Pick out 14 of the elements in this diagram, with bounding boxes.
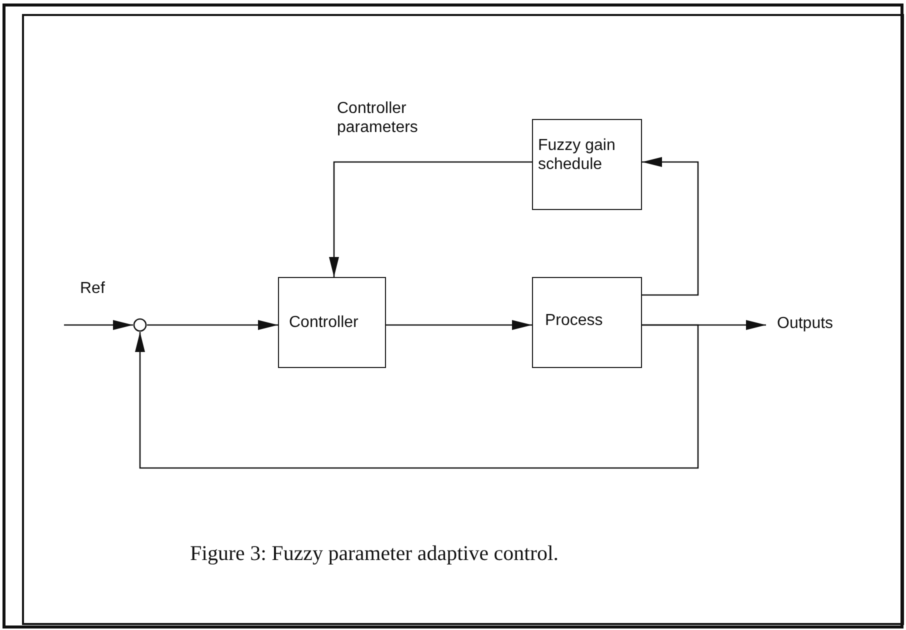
block-label: Fuzzy gain schedule [538, 136, 616, 174]
arrow [386, 320, 532, 330]
block-label: Process [545, 311, 604, 330]
arrow [135, 324, 699, 469]
arrow [64, 320, 133, 330]
figure-caption: Figure 3: Fuzzy parameter adaptive control. [190, 541, 559, 566]
block-box [532, 277, 642, 368]
arrow [329, 161, 532, 277]
block-box [278, 277, 386, 368]
output-label: Outputs [770, 312, 850, 336]
arrow [147, 320, 278, 330]
block-box [532, 119, 642, 210]
arrow [642, 157, 699, 296]
block-label: Controller [289, 313, 360, 332]
